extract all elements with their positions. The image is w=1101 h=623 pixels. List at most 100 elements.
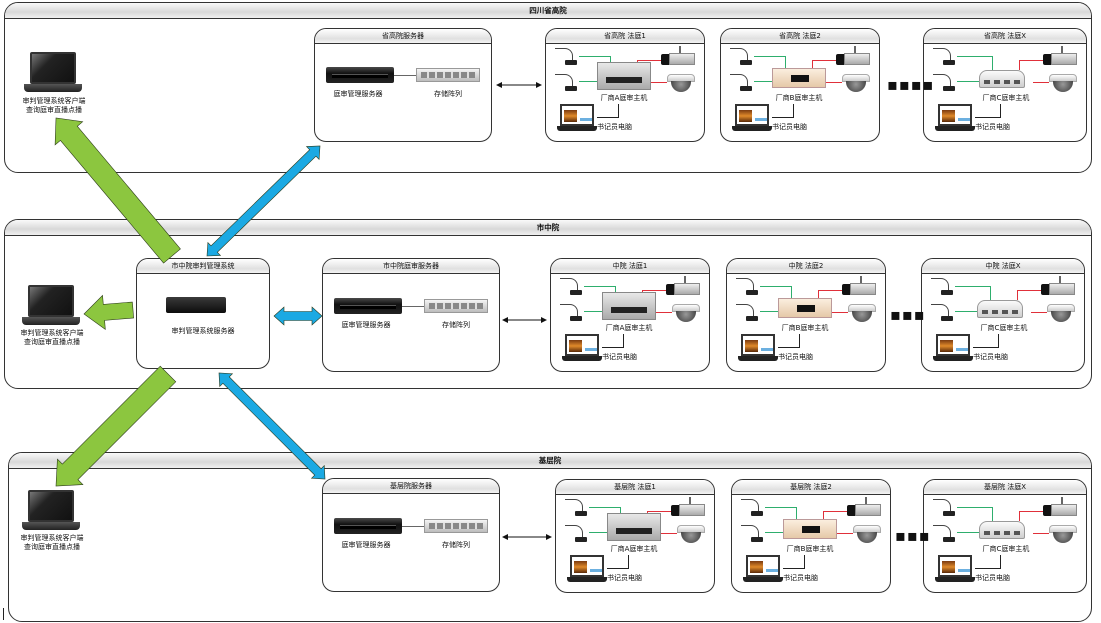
storage-array-icon bbox=[416, 68, 480, 82]
vendor-c-host-icon bbox=[979, 70, 1025, 88]
dome-camera-icon bbox=[853, 525, 881, 543]
tier-title: 四川省高院 bbox=[5, 3, 1091, 19]
courtroom-title: 省高院 法庭X bbox=[924, 29, 1086, 44]
dome-camera-icon bbox=[672, 304, 700, 322]
dome-camera-icon bbox=[842, 74, 870, 92]
microphone-icon bbox=[734, 278, 760, 300]
microphone-icon bbox=[931, 525, 957, 547]
client-label-line1: 审判管理系统客户端 bbox=[22, 97, 86, 105]
host-label: 厂商A庭审主机 bbox=[600, 94, 648, 102]
client-laptop-icon[interactable] bbox=[22, 490, 80, 532]
clerk-computer-icon bbox=[933, 334, 973, 362]
tier-title: 市中院 bbox=[5, 220, 1091, 236]
clerk-label: 书记员电脑 bbox=[973, 353, 1008, 361]
microphone-icon bbox=[734, 304, 760, 326]
courtroom-title: 中院 法庭2 bbox=[727, 259, 885, 274]
host-label: 厂商B庭审主机 bbox=[781, 324, 829, 332]
courtroom-title: 基层院 法庭1 bbox=[556, 480, 714, 495]
mgmt-server-icon bbox=[166, 297, 226, 313]
box-camera-icon bbox=[1043, 497, 1077, 517]
microphone-icon bbox=[563, 525, 589, 547]
dome-camera-icon bbox=[1049, 74, 1077, 92]
edge-marker bbox=[3, 608, 4, 620]
clerk-label: 书记员电脑 bbox=[597, 123, 632, 131]
microphone-icon bbox=[728, 48, 754, 70]
box-camera-icon bbox=[671, 497, 705, 517]
server-box-title: 省高院服务器 bbox=[315, 29, 491, 44]
microphone-icon bbox=[739, 499, 765, 521]
vendor-a-host-icon bbox=[602, 292, 656, 320]
storage-array-label: 存储阵列 bbox=[442, 321, 470, 329]
mgmt-box-title: 市中院审判管理系统 bbox=[137, 259, 269, 274]
courtroom-title: 省高院 法庭2 bbox=[721, 29, 879, 44]
dome-camera-icon bbox=[848, 304, 876, 322]
more-courtrooms-ellipsis: ▪▪▪ bbox=[895, 526, 931, 545]
vendor-a-host-icon bbox=[607, 513, 661, 541]
box-camera-icon bbox=[836, 46, 870, 66]
clerk-label: 书记员电脑 bbox=[607, 574, 642, 582]
dome-camera-icon bbox=[1047, 304, 1075, 322]
client-label-line2: 查询庭审直播点播 bbox=[24, 543, 80, 551]
microphone-icon bbox=[553, 48, 579, 70]
host-label: 厂商C庭审主机 bbox=[982, 94, 1030, 102]
storage-array-label: 存储阵列 bbox=[442, 541, 470, 549]
vendor-c-host-icon bbox=[977, 300, 1023, 318]
clerk-computer-icon bbox=[743, 555, 783, 583]
server-box-title: 市中院庭审服务器 bbox=[323, 259, 499, 274]
microphone-icon bbox=[553, 74, 579, 96]
host-label: 厂商B庭审主机 bbox=[786, 545, 834, 553]
host-label: 厂商A庭审主机 bbox=[610, 545, 658, 553]
server-box-intermediate[interactable]: 市中院庭审服务器 bbox=[322, 258, 500, 372]
clerk-computer-icon bbox=[562, 334, 602, 362]
tier-title: 基层院 bbox=[9, 453, 1091, 469]
box-camera-icon bbox=[1041, 276, 1075, 296]
client-label-line1: 审判管理系统客户端 bbox=[20, 534, 84, 542]
courtroom-title: 中院 法庭X bbox=[922, 259, 1084, 274]
vendor-b-host-icon bbox=[778, 298, 832, 318]
vendor-b-host-icon bbox=[772, 68, 826, 88]
microphone-icon bbox=[563, 499, 589, 521]
courtroom-title: 省高院 法庭1 bbox=[546, 29, 704, 44]
tier-intermediate-court: 市中院 bbox=[4, 219, 1092, 389]
box-camera-icon bbox=[1043, 46, 1077, 66]
clerk-computer-icon bbox=[935, 555, 975, 583]
clerk-computer-icon bbox=[557, 104, 597, 132]
dome-camera-icon bbox=[1049, 525, 1077, 543]
vendor-c-host-icon bbox=[979, 521, 1025, 539]
host-label: 厂商C庭审主机 bbox=[980, 324, 1028, 332]
clerk-computer-icon bbox=[738, 334, 778, 362]
host-label: 厂商C庭审主机 bbox=[982, 545, 1030, 553]
microphone-icon bbox=[728, 74, 754, 96]
server-box-basic[interactable]: 基层院服务器 bbox=[322, 478, 500, 592]
clerk-computer-icon bbox=[567, 555, 607, 583]
clerk-computer-icon bbox=[935, 104, 975, 132]
trial-server-icon bbox=[334, 298, 402, 314]
box-camera-icon bbox=[661, 46, 695, 66]
client-label-line1: 审判管理系统客户端 bbox=[20, 329, 84, 337]
clerk-label: 书记员电脑 bbox=[778, 353, 813, 361]
trial-server-icon bbox=[326, 67, 394, 83]
microphone-icon bbox=[931, 48, 957, 70]
client-laptop-icon[interactable] bbox=[22, 285, 80, 327]
client-label: 审判管理系统客户端 查询庭审直播点播 bbox=[8, 97, 100, 115]
mgmt-server-label: 审判管理系统服务器 bbox=[171, 327, 235, 335]
clerk-label: 书记员电脑 bbox=[772, 123, 807, 131]
courtroom-title: 中院 法庭1 bbox=[551, 259, 709, 274]
clerk-label: 书记员电脑 bbox=[975, 123, 1010, 131]
courtroom-title: 基层院 法庭2 bbox=[732, 480, 890, 495]
client-laptop-icon[interactable] bbox=[24, 52, 82, 94]
trial-server-label: 庭审管理服务器 bbox=[341, 541, 391, 549]
host-label: 厂商B庭审主机 bbox=[775, 94, 823, 102]
client-label: 审判管理系统客户端 查询庭审直播点播 bbox=[6, 534, 98, 552]
host-label: 厂商A庭审主机 bbox=[605, 324, 653, 332]
judicial-mgmt-system-box[interactable]: 市中院审判管理系统 bbox=[136, 258, 270, 369]
client-label: 审判管理系统客户端 查询庭审直播点播 bbox=[6, 329, 98, 347]
client-label-line2: 查询庭审直播点播 bbox=[24, 338, 80, 346]
server-box-provincial[interactable]: 省高院服务器 bbox=[314, 28, 492, 142]
microphone-icon bbox=[558, 304, 584, 326]
trial-server-label: 庭审管理服务器 bbox=[333, 90, 383, 98]
vendor-a-host-icon bbox=[597, 62, 651, 90]
microphone-icon bbox=[929, 278, 955, 300]
dome-camera-icon bbox=[667, 74, 695, 92]
vendor-b-host-icon bbox=[783, 519, 837, 539]
